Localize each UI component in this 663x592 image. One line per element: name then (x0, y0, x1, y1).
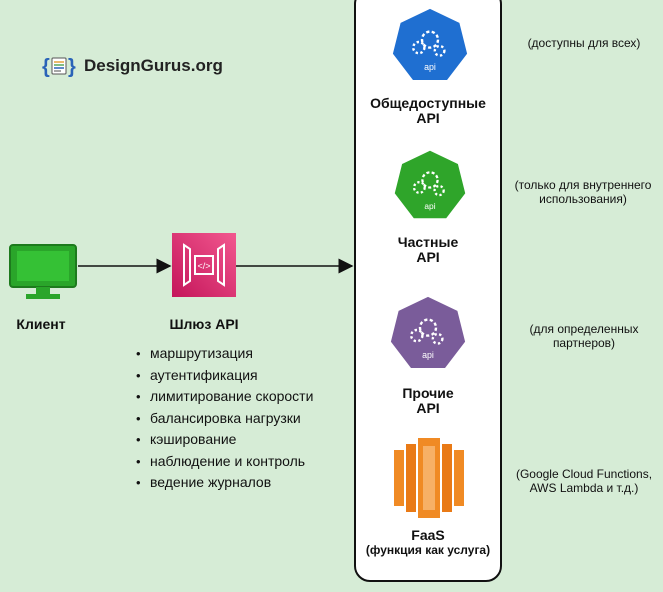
feature-item: аутентификация (136, 365, 313, 387)
private-api-icon: api (392, 148, 468, 221)
svg-text:api: api (424, 62, 436, 72)
public-api-label: Общедоступные API (370, 95, 486, 126)
other-api-note: (для определенных партнеров) (529, 322, 639, 350)
client-label: Клиент (16, 316, 66, 332)
lambda-function-icon (394, 438, 464, 518)
gateway-label: Шлюз API (169, 316, 239, 332)
api-gateway-icon: </> (172, 233, 236, 297)
svg-text:api: api (424, 201, 435, 211)
public-api-icon: api (390, 6, 470, 83)
feature-item: маршрутизация (136, 343, 313, 365)
logo-text: DesignGurus.org (84, 56, 223, 75)
private-api-label: Частные API (397, 234, 459, 265)
faas-note: (Google Cloud Functions, AWS Lambda и т.… (515, 467, 653, 495)
feature-item: ведение журналов (136, 472, 313, 494)
public-api-note: (доступны для всех) (527, 36, 641, 50)
feature-item: лимитирование скорости (136, 386, 313, 408)
feature-item: кэширование (136, 429, 313, 451)
faas-label: FaaS (функция как услуга) (365, 527, 491, 558)
svg-text:</>: </> (197, 261, 210, 271)
private-api-note: (только для внутреннего использования) (514, 178, 652, 206)
svg-text:}: } (68, 56, 76, 78)
monitor-icon (9, 244, 77, 299)
logo: { } DesignGurus.org (42, 54, 223, 78)
gateway-feature-list: маршрутизация аутентификация лимитирован… (136, 343, 313, 494)
feature-item: балансировка нагрузки (136, 408, 313, 430)
other-api-icon: api (388, 294, 468, 371)
svg-text:{: { (42, 56, 50, 78)
curly-brace-doc-icon: { } (42, 56, 76, 78)
feature-item: наблюдение и контроль (136, 451, 313, 473)
other-api-label: Прочие API (402, 385, 454, 416)
svg-text:api: api (422, 350, 434, 360)
